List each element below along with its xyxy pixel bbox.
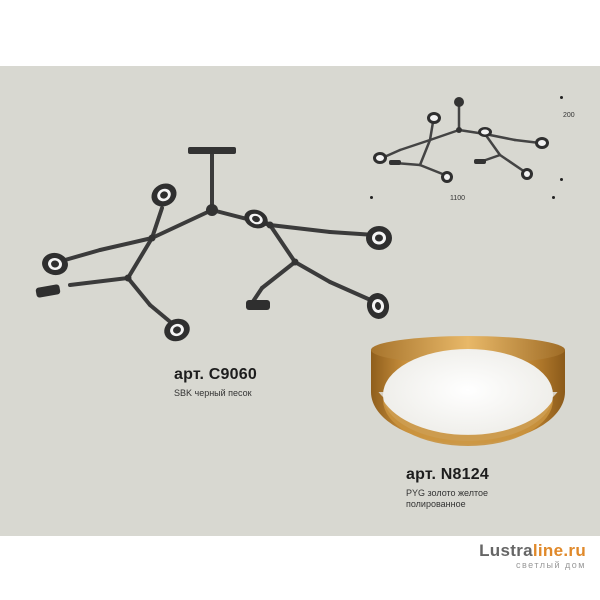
dimension-width: 1100: [450, 195, 466, 202]
logo-brand-part2: line.ru: [532, 541, 586, 560]
logo-brand-part1: Lustra: [479, 541, 533, 560]
product-panel: [0, 66, 600, 536]
watermark-logo: Lustraline.ru светлый дом: [479, 541, 586, 570]
main-article-description: SBK черный песок: [174, 388, 252, 398]
main-article-title: арт. C9060: [174, 366, 257, 383]
dimension-marker-top: [560, 96, 563, 99]
dimension-marker-left: [370, 196, 373, 199]
dimension-marker-right: [552, 196, 555, 199]
accessory-article-description: PYG золото желтое полированное: [406, 488, 489, 509]
dimension-height: 200: [563, 112, 575, 119]
dimension-marker-bottom: [560, 178, 563, 181]
logo-tagline: светлый дом: [515, 560, 586, 570]
accessory-article-title: арт. N8124: [406, 466, 489, 483]
